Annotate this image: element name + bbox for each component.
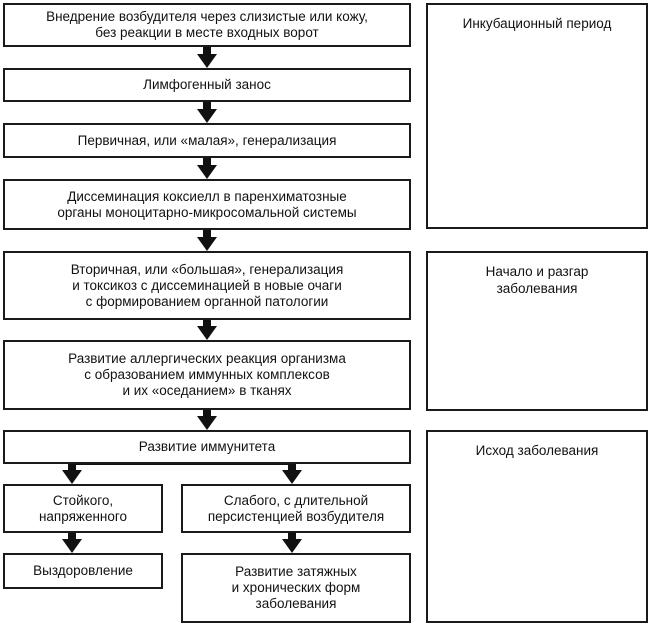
step-lymphogenic-drift: Лимфогенный занос <box>3 68 411 102</box>
period-onset-peak: Начало и разгар заболевания <box>426 251 648 411</box>
step-immunity-development: Развитие иммунитета <box>3 430 411 464</box>
arrow-to-left-branch <box>62 464 82 484</box>
arrow-step3-step4 <box>197 157 217 179</box>
period-incubation: Инкубационный период <box>426 3 648 229</box>
step-dissemination: Диссеминация коксиелл в паренхиматозные … <box>3 179 411 230</box>
step-pathogen-entry: Внедрение возбудителя через слизистые ил… <box>3 3 411 47</box>
outcome-chronic-forms: Развитие затяжных и хронических форм заб… <box>181 553 411 623</box>
arrow-step2-step3 <box>197 101 217 123</box>
arrow-step4-step5 <box>197 229 217 251</box>
arrow-right-to-outcome <box>282 532 302 553</box>
branch-stable-immunity: Стойкого, напряженного <box>3 484 163 533</box>
period-outcome: Исход заболевания <box>426 430 648 623</box>
step-secondary-generalization: Вторичная, или «большая», генерализация … <box>3 251 411 320</box>
step-primary-generalization: Первичная, или «малая», генерализация <box>3 123 411 158</box>
arrow-step1-step2 <box>197 46 217 68</box>
arrow-step5-step6 <box>197 319 217 340</box>
branch-weak-immunity: Слабого, с длительной персистенцией возб… <box>181 484 411 533</box>
arrow-step6-step7 <box>197 409 217 430</box>
step-allergic-reactions: Развитие аллергических реакция организма… <box>3 340 411 410</box>
arrow-to-right-branch <box>282 464 302 484</box>
outcome-recovery: Выздоровление <box>3 553 163 589</box>
arrow-left-to-outcome <box>62 532 82 553</box>
